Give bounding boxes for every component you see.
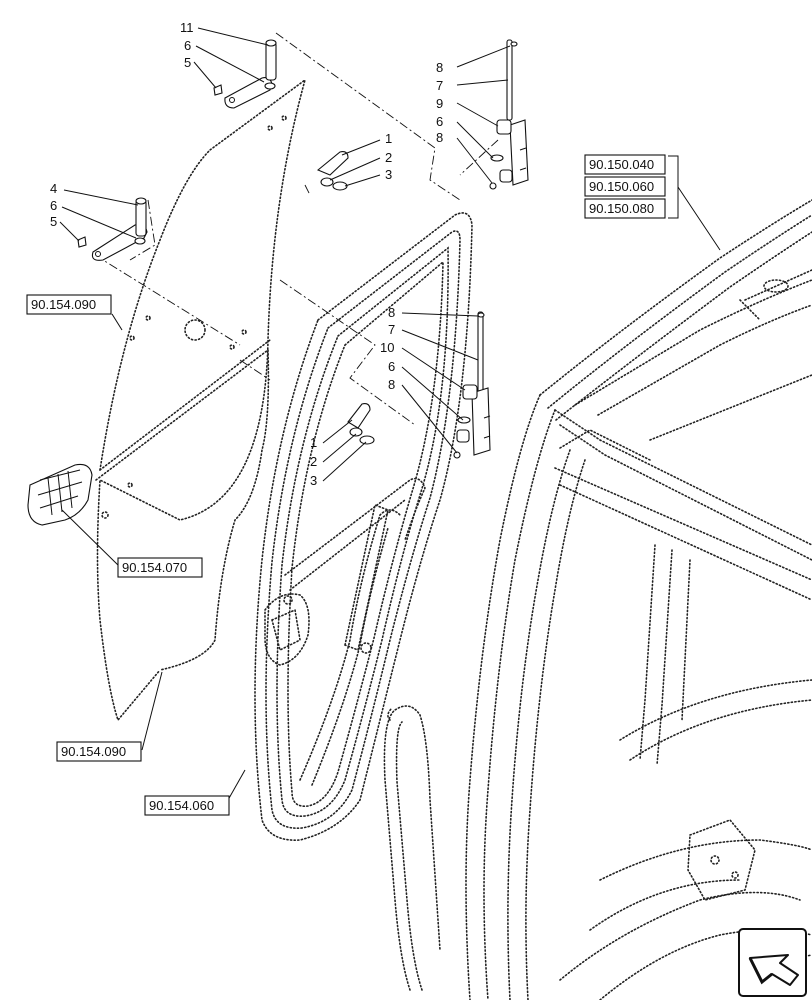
reference-150-060[interactable]: 90.150.060	[584, 176, 666, 197]
callout-lower-pin-8b: 8	[388, 377, 395, 392]
reference-154-090-bottom[interactable]: 90.154.090	[56, 741, 142, 762]
assembly-lines	[94, 32, 499, 426]
previous-page-arrow-icon[interactable]	[738, 928, 807, 997]
callout-top-hinge-6: 6	[184, 38, 191, 53]
callout-lower-pin-10: 10	[380, 340, 394, 355]
reference-154-060[interactable]: 90.154.060	[144, 795, 230, 816]
callout-top-hinge-5: 5	[184, 55, 191, 70]
callout-mid-hinge-4: 4	[50, 181, 57, 196]
callout-upper-clip-2: 2	[385, 150, 392, 165]
reference-150-080[interactable]: 90.150.080	[584, 198, 666, 219]
upper-clip-part	[316, 151, 349, 191]
callout-upper-clip-3: 3	[385, 167, 392, 182]
mid-hinge-part	[77, 197, 148, 261]
reference-154-070[interactable]: 90.154.070	[117, 557, 203, 578]
callout-top-hinge-11: 11	[180, 20, 194, 35]
callout-lower-clip-1: 1	[310, 435, 317, 450]
callout-lower-pin-6: 6	[388, 359, 395, 374]
callout-lower-pin-7: 7	[388, 322, 395, 337]
svg-text:90.154.060: 90.154.060	[149, 798, 214, 813]
lower-pin-bracket	[453, 311, 491, 459]
svg-text:90.150.080: 90.150.080	[589, 201, 654, 216]
grab-handle	[383, 705, 441, 991]
callout-mid-hinge-5: 5	[50, 214, 57, 229]
svg-text:90.154.090: 90.154.090	[61, 744, 126, 759]
svg-text:90.150.060: 90.150.060	[589, 179, 654, 194]
door-glass-panel	[95, 77, 307, 722]
callout-upper-pin-9: 9	[436, 96, 443, 111]
callout-lower-pin-8a: 8	[388, 305, 395, 320]
door-handle	[27, 463, 93, 526]
top-hinge-part	[213, 39, 277, 109]
callout-numbers: 11 6 5 4 6 5 1 2 3 1 2 3 8 7 9 6 8 8 7 1…	[50, 20, 443, 488]
leader-lines	[59, 27, 721, 801]
callout-lower-clip-2: 2	[310, 454, 317, 469]
callout-lower-clip-3: 3	[310, 473, 317, 488]
lower-clip-part	[347, 403, 375, 445]
callout-upper-pin-8b: 8	[436, 130, 443, 145]
svg-text:90.150.040: 90.150.040	[589, 157, 654, 172]
door-frame	[254, 212, 473, 841]
callout-upper-pin-6: 6	[436, 114, 443, 129]
callout-upper-pin-7: 7	[436, 78, 443, 93]
callout-upper-clip-1: 1	[385, 131, 392, 146]
reference-150-040[interactable]: 90.150.040	[584, 154, 666, 175]
svg-text:90.154.070: 90.154.070	[122, 560, 187, 575]
upper-pin-bracket	[489, 39, 529, 190]
callout-upper-pin-8a: 8	[436, 60, 443, 75]
callout-mid-hinge-6: 6	[50, 198, 57, 213]
cab-frame	[465, 199, 812, 1001]
svg-text:90.154.090: 90.154.090	[31, 297, 96, 312]
reference-154-090-top[interactable]: 90.154.090	[26, 294, 112, 315]
